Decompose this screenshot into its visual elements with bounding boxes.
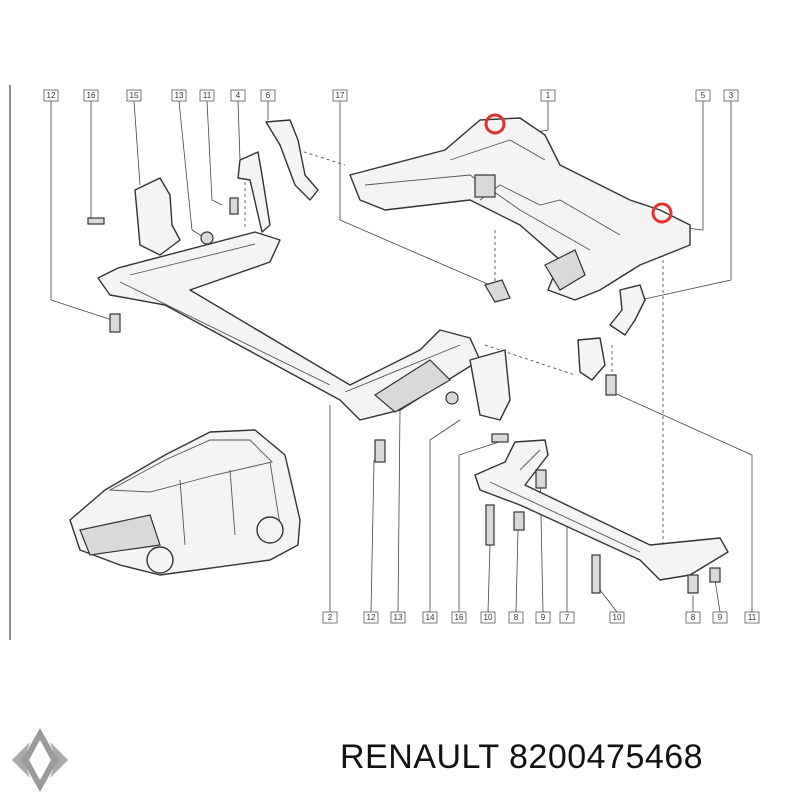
bracket-14 — [469, 349, 511, 421]
front-subframe — [349, 117, 691, 301]
callout-label: 16 — [451, 611, 467, 624]
part-number-caption: RENAULT 8200475468 — [340, 738, 704, 776]
svg-text:10: 10 — [484, 613, 493, 622]
front-crossmember — [97, 231, 481, 421]
bracket-15 — [134, 177, 181, 256]
bushing-14 — [445, 391, 459, 405]
highlight-ring-left — [484, 113, 506, 135]
svg-text:12: 12 — [47, 91, 56, 100]
bolt-11 — [605, 374, 617, 396]
callout-label: 9 — [535, 611, 551, 624]
callout-label: 8 — [508, 611, 524, 624]
callout-label: 10 — [480, 611, 496, 624]
svg-text:1: 1 — [546, 91, 551, 100]
bolts-left — [87, 197, 386, 463]
bushing-13 — [200, 231, 214, 245]
callout-label: 7 — [559, 611, 575, 624]
callout-label: 3 — [723, 89, 739, 102]
callout-label: 6 — [260, 89, 276, 102]
callout-label: 8 — [685, 611, 701, 624]
bolts-bottom — [485, 469, 721, 594]
svg-text:17: 17 — [336, 91, 345, 100]
callout-label: 11 — [744, 611, 760, 624]
callout-label: 15 — [126, 89, 142, 102]
svg-text:16: 16 — [87, 91, 96, 100]
highlight-markers — [484, 113, 673, 224]
svg-text:11: 11 — [748, 613, 757, 622]
svg-text:16: 16 — [455, 613, 464, 622]
bracket-4 — [237, 151, 271, 233]
svg-text:4: 4 — [236, 91, 241, 100]
rear-crossbar — [474, 439, 729, 581]
svg-text:2: 2 — [328, 613, 333, 622]
callout-label: 2 — [322, 611, 338, 624]
renault-diamond-logo-icon — [12, 728, 68, 792]
callout-label: 5 — [695, 89, 711, 102]
car-illustration — [69, 429, 301, 576]
svg-text:8: 8 — [691, 613, 696, 622]
svg-text:3: 3 — [729, 91, 734, 100]
callout-label: 12 — [363, 611, 379, 624]
svg-text:15: 15 — [130, 91, 139, 100]
highlight-ring-right — [651, 202, 673, 224]
callouts-bottom: 2 12 13 14 16 10 8 9 7 10 8 9 11 — [322, 611, 760, 624]
callout-label: 10 — [609, 611, 625, 624]
svg-text:7: 7 — [565, 613, 570, 622]
callout-label: 16 — [83, 89, 99, 102]
callout-label: 17 — [332, 89, 348, 102]
callout-label: 4 — [230, 89, 246, 102]
callout-label: 11 — [199, 89, 215, 102]
svg-text:12: 12 — [367, 613, 376, 622]
svg-text:13: 13 — [394, 613, 403, 622]
svg-text:13: 13 — [175, 91, 184, 100]
callout-label: 1 — [540, 89, 556, 102]
bolt-16 — [491, 433, 509, 443]
callout-label: 9 — [712, 611, 728, 624]
svg-text:9: 9 — [718, 613, 723, 622]
arm-3 — [609, 284, 646, 336]
callout-label: 14 — [422, 611, 438, 624]
callouts-top: 12 16 15 13 11 4 6 17 1 5 3 — [43, 89, 739, 102]
svg-text:8: 8 — [514, 613, 519, 622]
bracket-5 — [577, 337, 606, 381]
svg-text:6: 6 — [266, 91, 271, 100]
assembly-dashed-lines — [244, 149, 664, 560]
callout-label: 13 — [390, 611, 406, 624]
svg-text:5: 5 — [701, 91, 706, 100]
mount-17 — [484, 279, 511, 303]
bracket-6 — [265, 119, 319, 201]
leader-lines — [50, 100, 753, 613]
svg-text:10: 10 — [613, 613, 622, 622]
svg-text:11: 11 — [203, 91, 212, 100]
callout-label: 13 — [171, 89, 187, 102]
svg-text:9: 9 — [541, 613, 546, 622]
svg-text:14: 14 — [426, 613, 435, 622]
callout-label: 12 — [43, 89, 59, 102]
